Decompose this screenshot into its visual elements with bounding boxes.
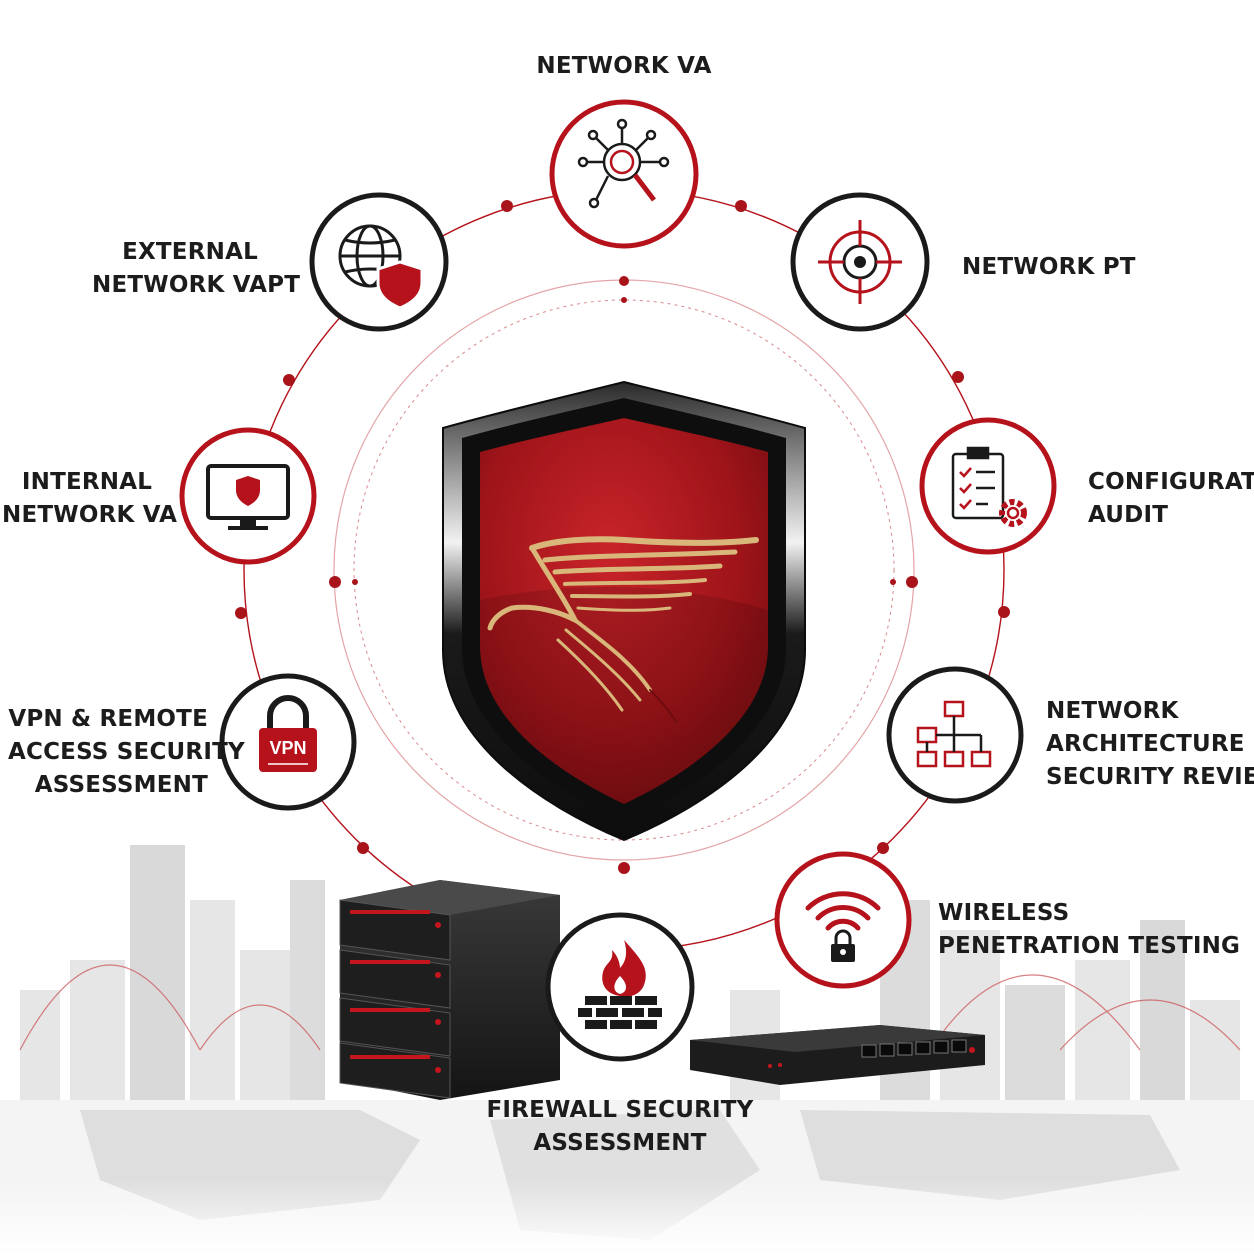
org-chart-icon [916, 700, 992, 768]
eagle-logo-icon [487, 536, 759, 723]
node-vpn[interactable]: VPN [219, 673, 357, 811]
server-rack-stack [339, 880, 560, 1100]
node-internal-va[interactable] [179, 427, 317, 565]
node-configuration-audit[interactable] [919, 417, 1057, 555]
label-internal-va: INTERNAL NETWORK VA [2, 469, 178, 528]
central-shield-logo [442, 380, 806, 842]
label-firewall: FIREWALL SECURITY ASSESSMENT [486, 1097, 754, 1156]
clipboard-gear-icon [951, 446, 1027, 527]
label-external-vapt: EXTERNAL NETWORK VAPT [92, 239, 301, 298]
node-network-pt[interactable] [790, 192, 930, 332]
label-vpn: VPN & REMOTE ACCESS SECURITY ASSESSMENT [8, 706, 245, 798]
network-switch [690, 1025, 985, 1085]
globe-shield-icon [338, 224, 424, 310]
label-network-pt: NETWORK PT [962, 254, 1136, 280]
vpn-badge-text: VPN [269, 738, 306, 758]
bottom-fade [0, 1180, 1254, 1254]
network-search-icon [577, 118, 670, 209]
monitor-shield-icon [206, 464, 290, 530]
label-configuration-audit: CONFIGURATION AUDIT [1088, 469, 1254, 528]
crosshair-target-icon [818, 220, 902, 304]
node-network-architecture[interactable] [886, 666, 1024, 804]
node-external-vapt[interactable] [309, 192, 449, 332]
inner-dashed-ring [353, 299, 895, 841]
ring-dots [235, 200, 1010, 874]
firewall-flame-icon [578, 940, 662, 1029]
label-wireless-pt: WIRELESS PENETRATION TESTING [938, 900, 1241, 959]
node-wireless-pt[interactable] [774, 851, 912, 989]
skyline-arcs [19, 964, 1241, 1051]
node-firewall[interactable] [545, 912, 695, 1062]
node-network-va[interactable] [549, 99, 699, 249]
vpn-padlock-icon: VPN [259, 695, 317, 772]
label-network-va: NETWORK VA [536, 53, 712, 79]
wifi-lock-icon [805, 891, 881, 962]
